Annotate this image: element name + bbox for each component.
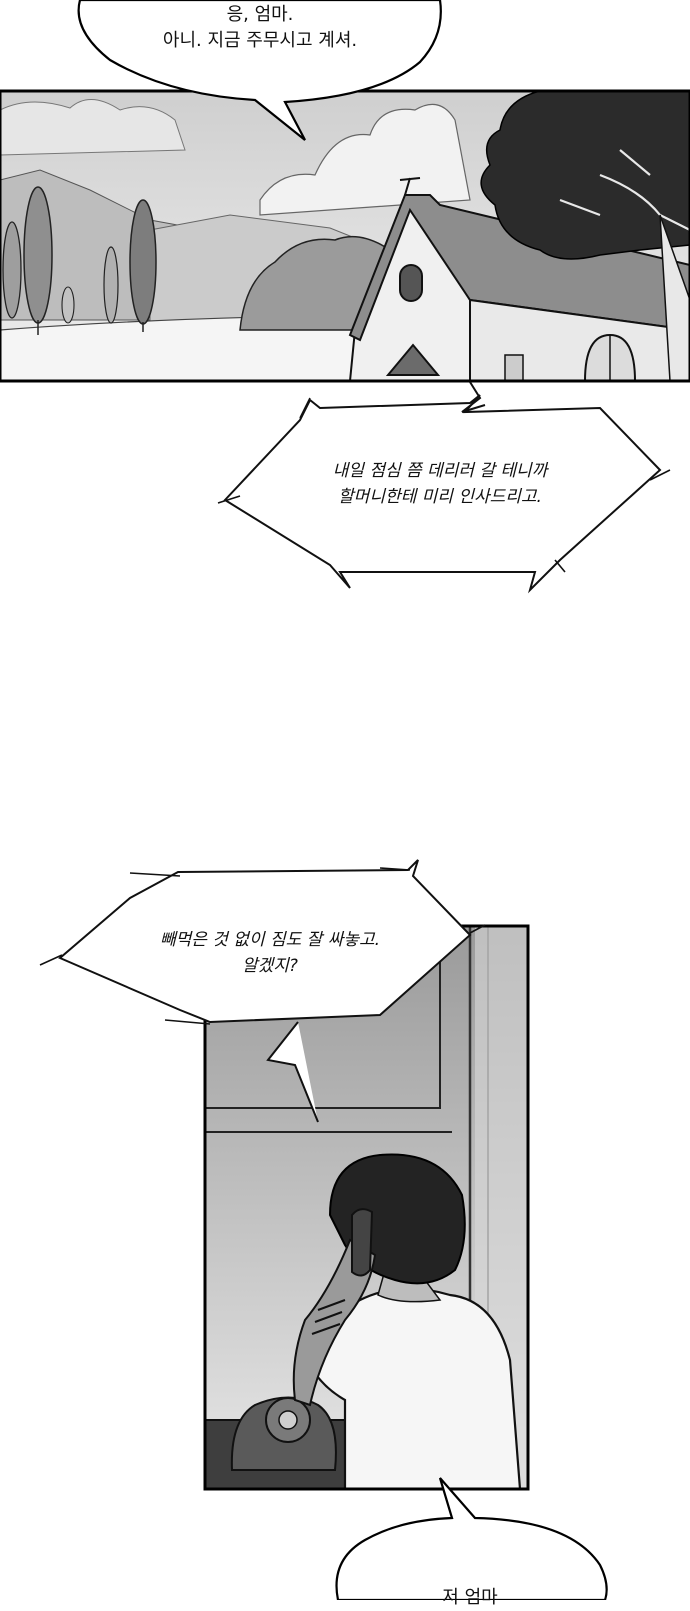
speech-line: 아니. 지금 주무시고 계셔. [162,30,358,52]
narration-box-2 [58,859,472,1024]
speech-balloon-top [77,0,442,141]
narration-line: 내일 점심 쯤 데리러 갈 테니까 [332,461,548,481]
speech-line: 응, 엄마. [226,4,294,25]
narration-tail-2 [266,1021,319,1123]
narration-text-1: 내일 점심 쯤 데리러 갈 테니까 할머니한테 미리 인사드리고. [290,458,590,511]
speech-balloon-bottom [335,1477,608,1600]
speech-line: 저 엄마 [442,1587,498,1608]
speech-text-bottom: 저 엄마 [380,1585,560,1611]
narration-tail-1 [461,381,486,413]
narration-text-2: 빼먹은 것 없이 짐도 잘 싸놓고. 알겠지? [120,927,420,980]
speech-text-top: 응, 엄마. 아니. 지금 주무시고 계셔. [120,2,400,54]
narration-line: 빼먹은 것 없이 짐도 잘 싸놓고. [159,930,381,950]
narration-line: 할머니한테 미리 인사드리고. [338,487,542,508]
narration-line: 알겠지? [242,956,298,977]
panel-1-art [0,90,690,382]
